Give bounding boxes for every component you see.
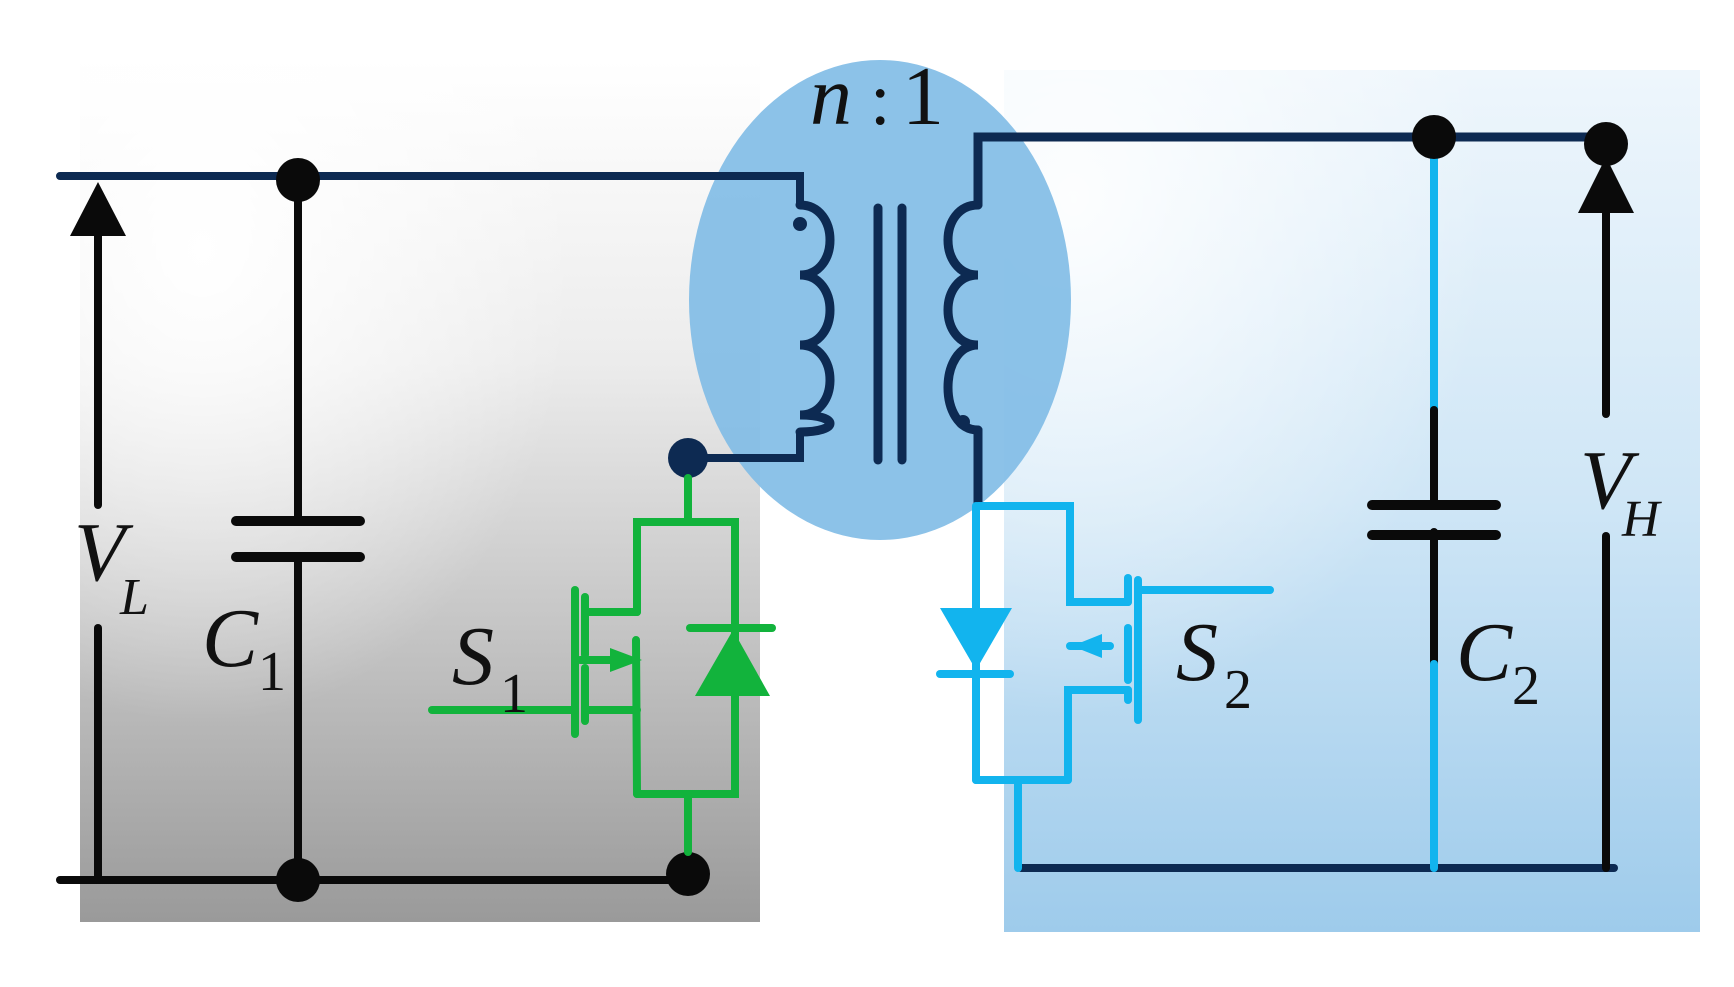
s1-diode-triangle [695,630,770,696]
secondary-winding [943,200,983,435]
label-vh-subscript: H [1621,491,1662,548]
secondary-top-lead [973,132,1610,210]
primary-dot-marker [793,217,807,231]
left-background-glow [80,60,760,922]
secondary-dot-marker [956,415,970,429]
label-s1: S [452,610,494,703]
s2-mosfet-arrow [1072,634,1102,658]
label-ratio-colon: : [870,59,891,141]
node-top-c2 [1412,115,1456,159]
node-bottom-s1 [666,852,710,896]
label-ratio-one: 1 [902,50,944,143]
label-s2: S [1176,606,1218,699]
switch-s1 [428,474,776,856]
node-switch-s1 [668,438,708,478]
label-vh: V [1580,434,1640,527]
primary-bottom-lead [684,428,804,462]
label-vl-subscript: L [119,569,149,626]
switch-s2 [936,502,1274,872]
label-ratio-n: n [810,50,852,143]
label-s2-subscript: 2 [1224,659,1252,721]
primary-winding [795,200,835,437]
s1-mosfet-arrow [610,648,642,672]
label-c2-subscript: 2 [1512,655,1540,717]
label-c1: C [202,592,259,685]
vh-arrowhead [1578,157,1634,213]
label-s1-subscript: 1 [500,663,528,725]
vl-arrowhead [70,182,126,236]
node-top-c1 [276,158,320,202]
high-side-wiring [1017,133,1618,872]
s2-diode-triangle [940,608,1012,670]
label-c2: C [1456,606,1513,699]
node-top-vh [1584,122,1628,166]
transformer [795,132,1610,511]
right-background-glow [1004,70,1700,932]
label-c1-subscript: 1 [258,641,286,703]
label-vl: V [74,506,134,599]
node-bottom-c1 [276,858,320,902]
